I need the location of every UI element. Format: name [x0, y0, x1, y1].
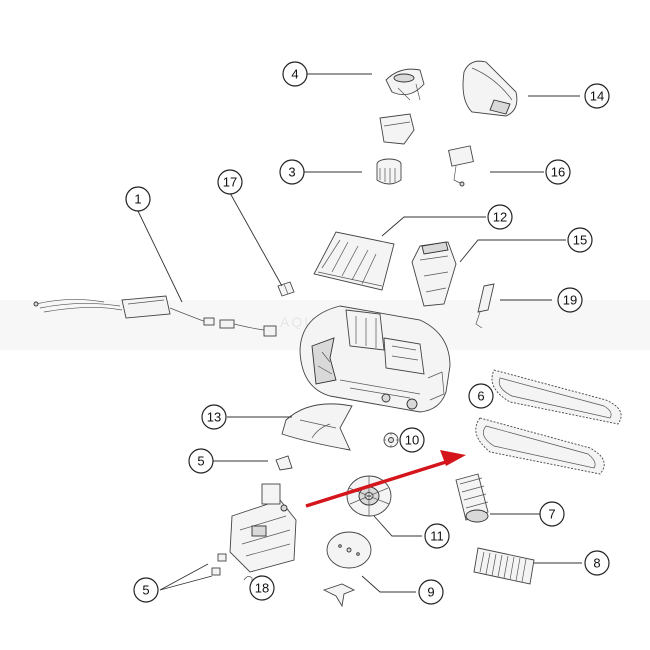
- svg-text:18: 18: [255, 581, 269, 596]
- callout-10: 10: [399, 427, 425, 453]
- svg-text:16: 16: [551, 165, 565, 180]
- part-19-tube: [475, 283, 495, 329]
- svg-text:10: 10: [405, 433, 419, 448]
- callout-4: 4: [282, 61, 308, 87]
- svg-text:12: 12: [493, 210, 507, 225]
- svg-text:6: 6: [477, 389, 484, 404]
- svg-text:19: 19: [563, 293, 577, 308]
- part-3-impeller-hub: [376, 158, 402, 185]
- part-10-small-gear: [383, 432, 399, 448]
- part-15-filter-element: [411, 241, 457, 307]
- svg-text:9: 9: [427, 585, 434, 600]
- svg-text:13: 13: [207, 410, 221, 425]
- svg-text:17: 17: [223, 175, 237, 190]
- svg-text:5: 5: [142, 583, 149, 598]
- svg-text:15: 15: [573, 233, 587, 248]
- svg-text:7: 7: [548, 507, 555, 522]
- callout-12: 12: [487, 204, 513, 230]
- part-6-tracks: [475, 369, 622, 475]
- part-8-brush-pad: [473, 547, 535, 585]
- part-7-brush-roller: [455, 473, 489, 523]
- callout-18: 18: [249, 575, 275, 601]
- svg-text:4: 4: [291, 67, 298, 82]
- callout-19: 19: [557, 287, 583, 313]
- part-11-drive-wheel: [346, 475, 392, 517]
- svg-text:14: 14: [590, 89, 604, 104]
- callout-1: 1: [125, 186, 151, 212]
- main-body-chassis: [299, 305, 451, 413]
- part-4-filter-cap: [379, 68, 425, 145]
- part-5-bracket-upper: [275, 455, 293, 471]
- callout-14: 14: [584, 83, 610, 109]
- part-1-power-supply: [33, 295, 277, 337]
- callout-17: 17: [217, 169, 243, 195]
- part-5-clips-lower: [211, 553, 227, 576]
- part-13-front-flap: [281, 403, 353, 451]
- motor-block: [229, 483, 297, 573]
- part-9-disc-and-blade: [322, 531, 372, 608]
- svg-text:1: 1: [134, 192, 141, 207]
- part-14-top-cover: [462, 60, 518, 117]
- highlight-arrow: [305, 450, 466, 508]
- part-18-hook: [243, 576, 253, 586]
- svg-text:5: 5: [197, 454, 204, 469]
- callout-7: 7: [539, 501, 565, 527]
- callout-5-upper: 5: [188, 448, 214, 474]
- callout-11: 11: [424, 523, 450, 549]
- part-16-sensor: [448, 145, 474, 187]
- part-17-clip: [277, 281, 295, 297]
- svg-text:11: 11: [430, 529, 444, 544]
- svg-text:8: 8: [593, 556, 600, 571]
- leader-lines: [137, 73, 582, 593]
- callout-8: 8: [584, 550, 610, 576]
- callout-5-lower: 5: [133, 577, 159, 603]
- part-12-filter-frame: [313, 231, 395, 291]
- callout-9: 9: [418, 579, 444, 605]
- callout-13: 13: [201, 404, 227, 430]
- svg-text:3: 3: [288, 165, 295, 180]
- callout-3: 3: [279, 159, 305, 185]
- callout-15: 15: [567, 227, 593, 253]
- callout-16: 16: [545, 159, 571, 185]
- callout-6: 6: [468, 383, 494, 409]
